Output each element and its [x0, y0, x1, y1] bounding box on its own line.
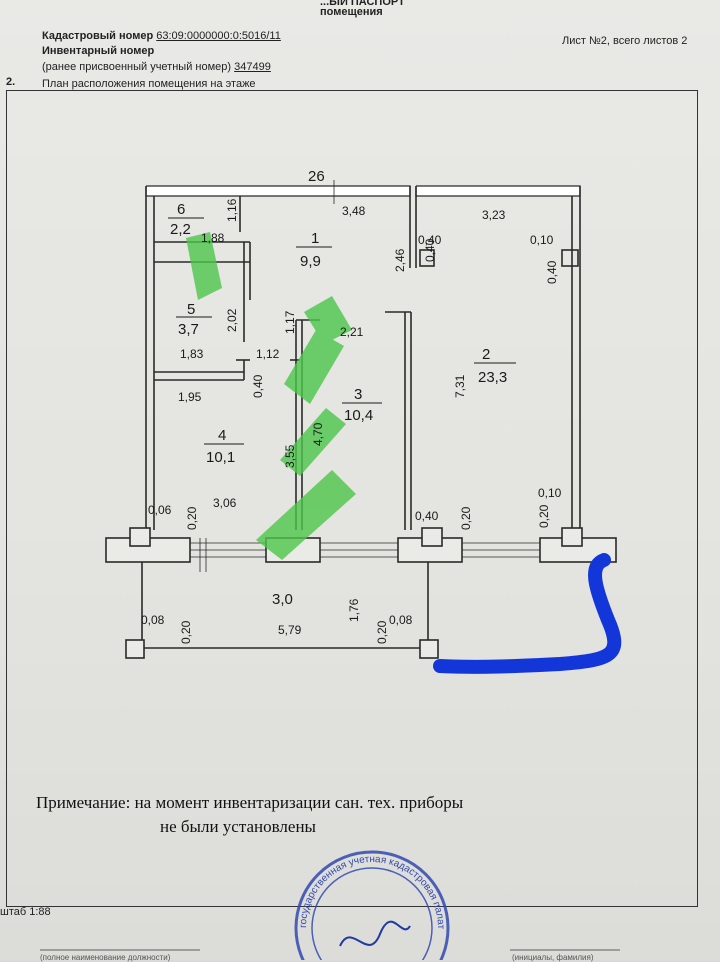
position-caption: (полное наименование должности)	[40, 953, 171, 962]
dim-label: 3,23	[482, 208, 506, 222]
dim-label: 1,16	[225, 198, 239, 222]
dim-label: 5,79	[278, 623, 302, 637]
dim-label: 3,06	[213, 496, 237, 510]
dim-label: 0,40	[415, 509, 439, 523]
room-3-number: 3	[354, 386, 362, 403]
dim-label: 2,21	[340, 325, 364, 339]
dim-label: 0,20	[375, 620, 389, 644]
name-caption: (инициалы, фамилия)	[512, 953, 594, 962]
dim-label: 4,70	[311, 422, 325, 446]
cadastral-number: Кадастровый номер 63:09:0000000:0:5016/1…	[42, 30, 281, 42]
room-3-area: 10,4	[344, 407, 373, 424]
dim-label: 0,10	[538, 486, 562, 500]
floor-number: 26	[308, 168, 325, 185]
dim-label: 0,40	[423, 238, 437, 262]
room-4-number: 4	[218, 427, 226, 444]
sheet-counter: Лист №2, всего листов 2	[562, 35, 688, 47]
prev-number-label: (ранее присвоенный учетный номер)	[42, 61, 232, 73]
room-6-number: 6	[177, 201, 185, 218]
dim-label: 1,17	[283, 310, 297, 334]
section-title: План расположения помещения на этаже	[42, 78, 256, 90]
dim-label: 0,20	[459, 506, 473, 530]
section-number: 2.	[6, 76, 16, 88]
inventory-label: Инвентарный номер	[42, 45, 155, 57]
room-5-number: 5	[187, 301, 195, 318]
dim-label: 2,46	[393, 248, 407, 272]
dim-label: 0,08	[141, 613, 165, 627]
dim-label: 0,06	[148, 503, 172, 517]
plan-frame	[6, 90, 698, 907]
document-subtitle: помещения	[320, 6, 383, 18]
balcony-area: 3,0	[272, 591, 293, 608]
cadastral-value: 63:09:0000000:0:5016/11	[156, 30, 281, 42]
note-line-1: Примечание: на момент инвентаризации сан…	[36, 793, 464, 812]
dim-label: 1,12	[256, 347, 280, 361]
dim-label: 0,20	[185, 506, 199, 530]
dim-label: 0,20	[179, 620, 193, 644]
dim-label: 1,95	[178, 390, 202, 404]
dim-label: 0,10	[530, 233, 554, 247]
dim-label: 7,31	[453, 374, 467, 398]
dim-label: 0,08	[389, 613, 413, 627]
cadastral-label: Кадастровый номер	[42, 30, 154, 42]
dim-label: 2,02	[225, 308, 239, 332]
room-2-number: 2	[482, 346, 490, 363]
room-1-area: 9,9	[300, 253, 321, 270]
room-4-area: 10,1	[206, 449, 235, 466]
dim-label: 1,88	[201, 231, 225, 245]
prev-number-value: 347499	[234, 61, 271, 73]
dim-label: 0,20	[537, 504, 551, 528]
dim-label: 0,40	[251, 374, 265, 398]
dim-label: 0,40	[418, 233, 442, 247]
prev-number: (ранее присвоенный учетный номер) 347499	[42, 61, 271, 73]
dim-label: 3,55	[283, 444, 297, 468]
room-2-area: 23,3	[478, 369, 507, 386]
dim-label: 1,83	[180, 347, 204, 361]
dim-label: 0,40	[545, 260, 559, 284]
room-6-area: 2,2	[170, 221, 191, 238]
document-title-partial: ...ЫЙ ПАСПОРТ	[320, 0, 405, 8]
official-stamp: государственная учетная кадастровая пала…	[0, 0, 450, 960]
note-line-2: не были установлены	[160, 817, 316, 836]
dim-label: 3,48	[342, 204, 366, 218]
room-5-area: 3,7	[178, 321, 199, 338]
room-1-number: 1	[311, 230, 319, 247]
scale-label: штаб 1:88	[0, 906, 51, 918]
dim-label: 1,76	[347, 598, 361, 622]
